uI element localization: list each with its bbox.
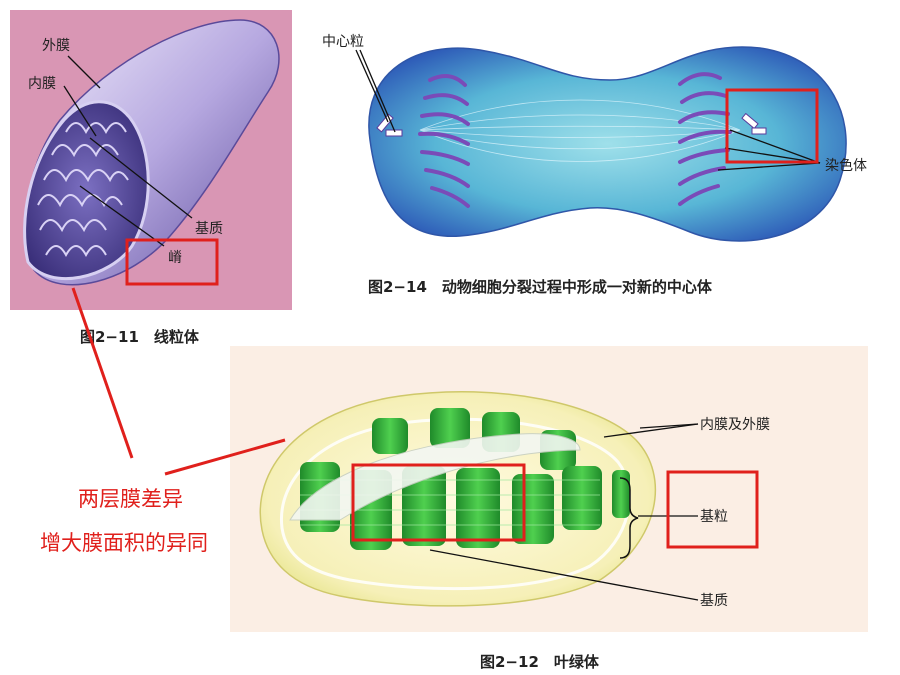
chloro-leader-lines (429, 423, 699, 601)
caption-chloroplast: 图2−12 叶绿体 (480, 653, 600, 671)
label-centriole: 中心粒 (322, 34, 364, 50)
highlight-box-grana (351, 463, 526, 542)
mitochondrion-figure: 外膜 内膜 基质 嵴 (10, 10, 292, 310)
chloroplast-figure: 内膜及外膜 基粒 基质 (230, 346, 868, 632)
caption-mitochondrion: 图2−11 线粒体 (80, 328, 200, 346)
highlight-box-centriole (725, 88, 819, 164)
chromosomes-left (418, 74, 470, 208)
label-stroma: 基质 (700, 592, 728, 609)
label-mito-matrix: 基质 (195, 220, 223, 237)
label-inner-membrane: 内膜 (28, 76, 56, 92)
mito-cristae (37, 122, 129, 258)
label-membranes: 内膜及外膜 (700, 417, 770, 433)
annotation-membrane-area: 增大膜面积的异同 (40, 531, 208, 555)
chromosomes-right (678, 72, 732, 206)
dividing-cell-figure: 中心粒 染色体 (322, 34, 867, 242)
chloro-cutaway-sheet (289, 433, 581, 521)
label-cristae: 嵴 (168, 250, 182, 266)
label-outer-membrane: 外膜 (42, 38, 70, 54)
annotation-lines (71, 287, 286, 476)
mito-leader-lines (63, 55, 193, 247)
spindle-fibres (419, 99, 741, 162)
caption-centrosome: 图2−14 动物细胞分裂过程中形成一对新的中心体 (368, 278, 713, 296)
grana-bracket (619, 477, 639, 559)
annotation-membrane-difference: 两层膜差异 (78, 487, 183, 511)
label-chromosome: 染色体 (825, 157, 867, 174)
highlight-box-grana-label (666, 470, 759, 549)
centriole-right-a (741, 112, 759, 130)
label-grana: 基粒 (700, 508, 728, 525)
highlight-box-cristae (125, 238, 219, 286)
centriole-right-b (751, 127, 767, 135)
